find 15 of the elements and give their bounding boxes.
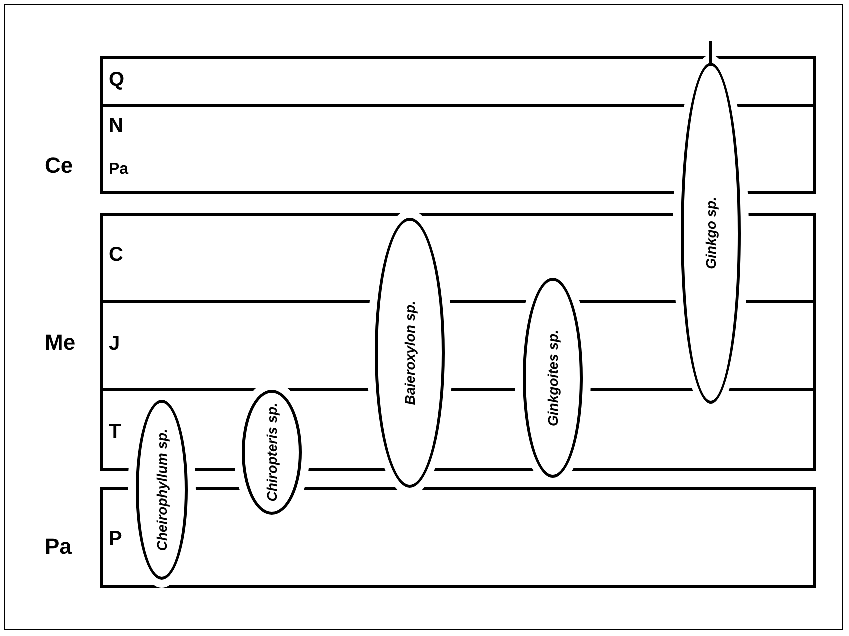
taxon-label: Cheirophyllum sp. bbox=[154, 428, 170, 552]
era-label: Me bbox=[45, 331, 76, 355]
era-label: Pa bbox=[45, 535, 72, 559]
taxon-label: Chiropteris sp. bbox=[264, 403, 280, 502]
period-label: Q bbox=[109, 69, 125, 91]
era-label: Ce bbox=[45, 154, 74, 178]
period-label: N bbox=[109, 115, 124, 137]
period-label: T bbox=[109, 421, 122, 443]
period-label: C bbox=[109, 244, 124, 266]
taxon-label: Ginkgo sp. bbox=[703, 197, 719, 270]
period-label: J bbox=[109, 333, 120, 355]
period-label: Pa bbox=[109, 160, 129, 180]
taxon-label: Baieroxylon sp. bbox=[402, 300, 418, 406]
period-label: P bbox=[109, 528, 122, 550]
taxon-label: Ginkgoites sp. bbox=[545, 330, 561, 426]
